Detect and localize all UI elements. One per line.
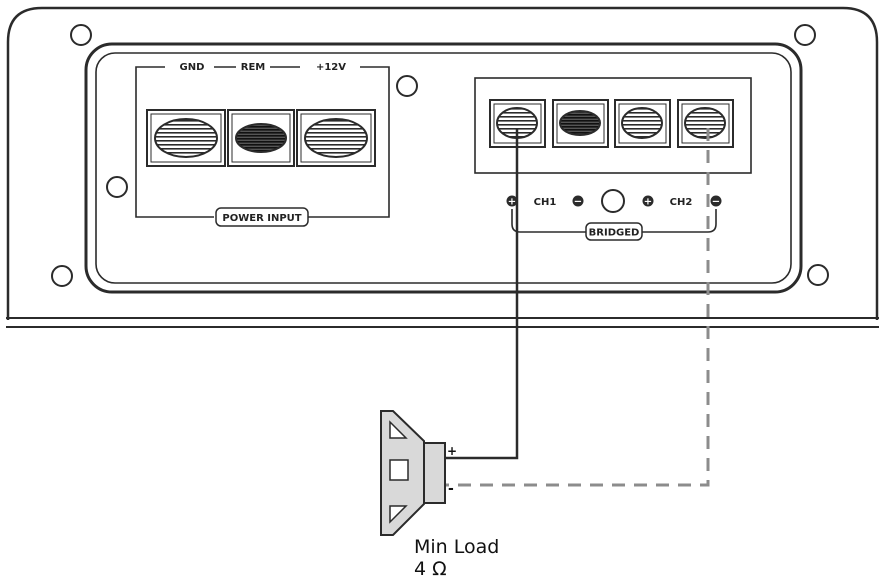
terminal-panel-outer — [84, 42, 803, 294]
bridged-bracket — [511, 209, 717, 233]
speaker-plus-label: + — [447, 444, 457, 458]
power-input-block — [135, 66, 390, 227]
terminal-ch2-minus — [677, 99, 734, 148]
amplifier-chassis — [6, 6, 879, 320]
svg-text:−: − — [574, 197, 582, 208]
chassis-screw-bottom-left — [51, 265, 73, 287]
speaker-icon — [380, 410, 446, 536]
chassis-screw-top-left — [70, 24, 92, 46]
min-load-caption: Min Load — [414, 536, 499, 558]
svg-text:+: + — [508, 197, 516, 208]
ch1-plus-marker: + — [506, 195, 518, 208]
positive-wire — [445, 128, 519, 460]
terminal-ch1-minus — [552, 99, 609, 148]
power-input-title: POWER INPUT — [222, 213, 301, 224]
bridged-label: BRIDGED — [589, 228, 640, 239]
power-label-rem: REM — [241, 62, 266, 73]
panel-screw-1 — [396, 75, 418, 97]
ch2-label: CH2 — [670, 197, 693, 208]
power-input-title-box — [215, 207, 309, 227]
chassis-screw-top-right — [794, 24, 816, 46]
speaker-terminal-block — [474, 77, 752, 174]
terminal-rem — [227, 109, 295, 167]
chassis-screw-bottom-right — [807, 264, 829, 286]
negative-wire — [445, 128, 710, 487]
terminal-gnd — [146, 109, 226, 167]
min-load-value: 4 Ω — [414, 558, 447, 580]
terminal-12v — [296, 109, 376, 167]
terminal-panel-inner — [95, 52, 792, 284]
power-label-gnd: GND — [180, 62, 205, 73]
ch1-label: CH1 — [534, 197, 557, 208]
svg-text:+: + — [644, 197, 652, 208]
bridge-mode-screw — [601, 189, 625, 213]
panel-screw-2 — [106, 176, 128, 198]
terminal-ch1-plus — [489, 99, 546, 148]
ch1-minus-marker: − — [572, 195, 584, 208]
ch2-plus-marker: + — [642, 195, 654, 208]
svg-text:−: − — [712, 197, 720, 208]
ch2-minus-marker: − — [710, 195, 722, 208]
power-label-12v: +12V — [316, 62, 346, 73]
terminal-ch2-plus — [614, 99, 671, 148]
bridged-label-box — [585, 222, 643, 241]
speaker-minus-label: - — [448, 481, 454, 497]
